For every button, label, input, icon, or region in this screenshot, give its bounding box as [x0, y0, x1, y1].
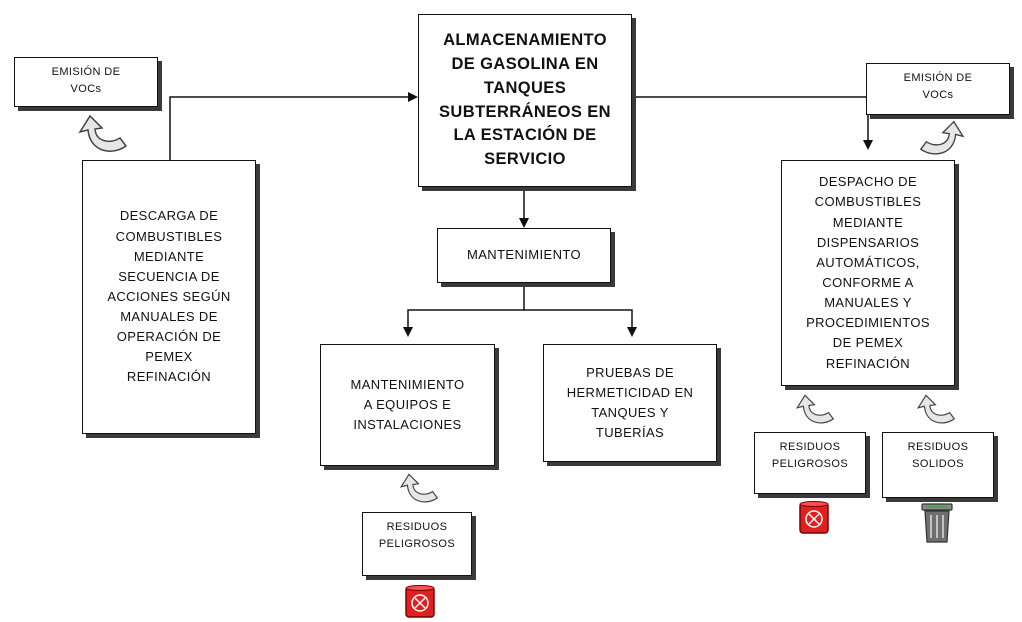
right-emission-label: EMISIÓN DE VOCs — [903, 72, 973, 101]
left-emission-label: EMISIÓN DE VOCs — [51, 66, 121, 95]
left-emission-box: EMISIÓN DE VOCs — [14, 57, 158, 107]
right-solid-residue-box: RESIDUOS SOLIDOS — [882, 432, 994, 498]
maintenance-box: MANTENIMIENTO — [437, 228, 611, 283]
center-hazardous-residue-label: RESIDUOS PELIGROSOS — [378, 521, 456, 550]
center-hazardous-barrel-icon — [405, 585, 435, 618]
right-right-curved-arrow-icon — [916, 394, 956, 424]
main-storage-box: ALMACENAMIENTO DE GASOLINA EN TANQUES SU… — [418, 14, 632, 187]
arrow-main-to-right — [632, 96, 873, 150]
arrow-maintenance-split — [403, 286, 525, 337]
main-storage-label: ALMACENAMIENTO DE GASOLINA EN TANQUES SU… — [439, 30, 611, 169]
right-dispatch-label: DESPACHO DE COMBUSTIBLES MEDIANTE DISPEN… — [806, 174, 930, 371]
center-hazardous-residue-box: RESIDUOS PELIGROSOS — [362, 512, 472, 576]
maintenance-equipment-box: MANTENIMIENTO A EQUIPOS E INSTALACIONES — [320, 344, 495, 466]
right-curved-arrow-icon — [919, 120, 965, 155]
tightness-tests-label: PRUEBAS DE HERMETICIDAD EN TANQUES Y TUB… — [566, 364, 694, 441]
maintenance-equipment-label: MANTENIMIENTO A EQUIPOS E INSTALACIONES — [350, 376, 465, 433]
trash-bin-icon — [921, 503, 953, 543]
right-hazardous-residue-box: RESIDUOS PELIGROSOS — [754, 432, 866, 494]
right-hazardous-residue-label: RESIDUOS PELIGROSOS — [771, 441, 849, 470]
arrow-maintenance-to-tests — [524, 309, 637, 337]
right-solid-residue-label: RESIDUOS SOLIDOS — [907, 441, 969, 470]
left-unloading-label: DESCARGA DE COMBUSTIBLES MEDIANTE SECUEN… — [107, 208, 231, 385]
tightness-tests-box: PRUEBAS DE HERMETICIDAD EN TANQUES Y TUB… — [543, 344, 717, 462]
left-curved-arrow-icon — [78, 114, 128, 152]
center-curved-arrow-icon — [399, 473, 439, 503]
right-left-curved-arrow-icon — [795, 394, 835, 424]
right-emission-box: EMISIÓN DE VOCs — [866, 63, 1010, 115]
arrow-left-to-main — [169, 92, 418, 160]
right-dispatch-process-box: DESPACHO DE COMBUSTIBLES MEDIANTE DISPEN… — [781, 160, 955, 386]
maintenance-label: MANTENIMIENTO — [466, 247, 582, 263]
left-unloading-process-box: DESCARGA DE COMBUSTIBLES MEDIANTE SECUEN… — [82, 160, 256, 434]
right-hazardous-barrel-icon — [799, 501, 829, 534]
